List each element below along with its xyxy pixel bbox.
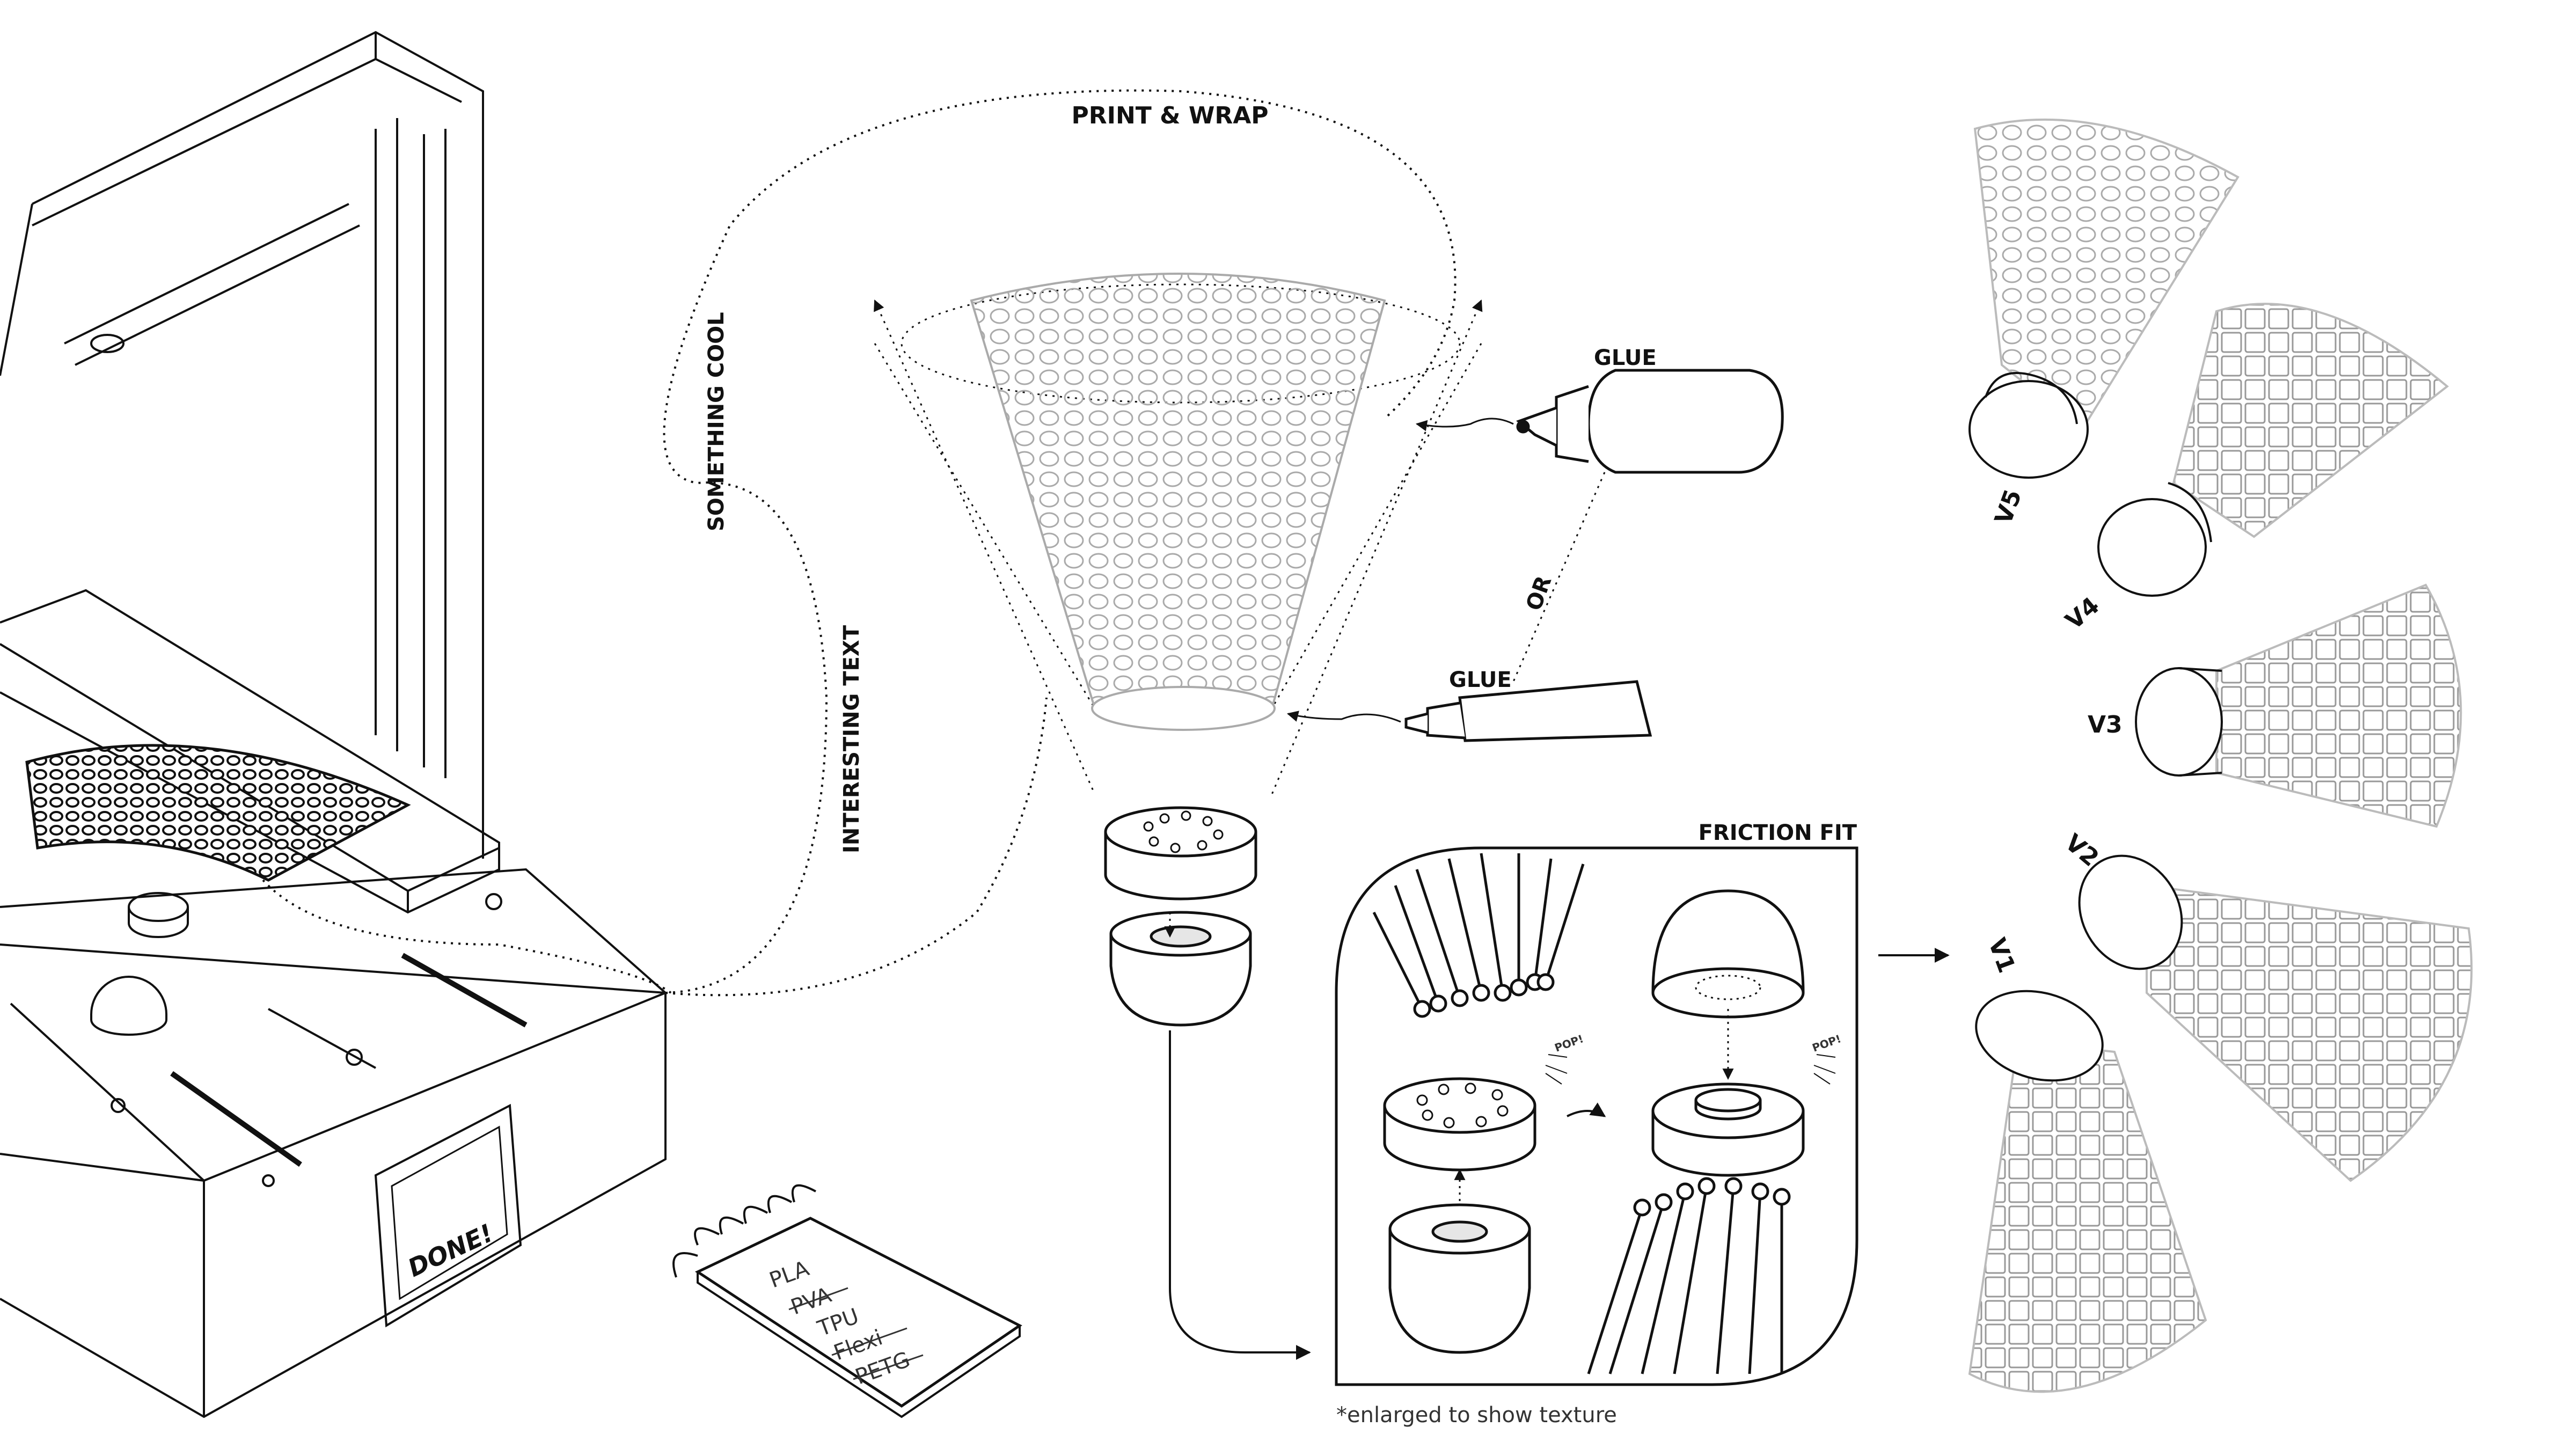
interesting-text-label: INTERESTING TEXT [839,625,864,853]
print-wrap-label: PRINT & WRAP [1071,102,1268,129]
shuttlecock-v2 [2078,854,2473,1182]
something-cool-label: SOMETHING COOL [704,312,729,531]
dotted-outline-loop [262,89,1457,997]
friction-fit-panel: FRICTION FIT [1335,821,1858,1386]
friction-dome [1651,889,1805,1019]
friction-disk [1383,1077,1536,1172]
shuttlecock-v1 [1968,990,2207,1393]
shuttlecock-v4 [2097,303,2449,597]
shuttlecock-v3 [2135,583,2462,828]
friction-assembled-disk [1651,1082,1805,1177]
friction-fit-label: FRICTION FIT [1699,821,1857,845]
version-label-v3: V3 [2088,711,2123,738]
mesh-stems-bottom [1587,1177,1791,1374]
base-cup [1109,911,1252,1027]
flow-arrow-to-friction [1169,1030,1311,1360]
printed-fan-part [25,744,411,882]
version-label-v4: V4 [2060,592,2104,635]
version-label-v1: V1 [1983,934,2021,976]
glue-bottle [1516,369,1784,474]
or-label: OR [1521,573,1556,614]
version-label-v5: V5 [1989,486,2027,528]
mesh-stems-top [1372,853,1585,1018]
friction-cup [1388,1203,1531,1354]
footnote: *enlarged to show texture [1336,1403,1617,1428]
base-disk [1104,806,1257,901]
glue-tube [1404,680,1652,742]
3d-printer [0,31,667,1418]
glue-tube-label: GLUE [1449,668,1512,692]
wrapped-mesh-cone [874,273,1483,795]
printer-screen [374,1103,522,1328]
shuttlecock-v5 [1968,118,2240,479]
notepad: PLA PVA TPU Flexi PETG [672,1184,1022,1418]
printer-screen-text: DONE! [404,1218,497,1283]
glue-bottle-label: GLUE [1594,346,1657,370]
